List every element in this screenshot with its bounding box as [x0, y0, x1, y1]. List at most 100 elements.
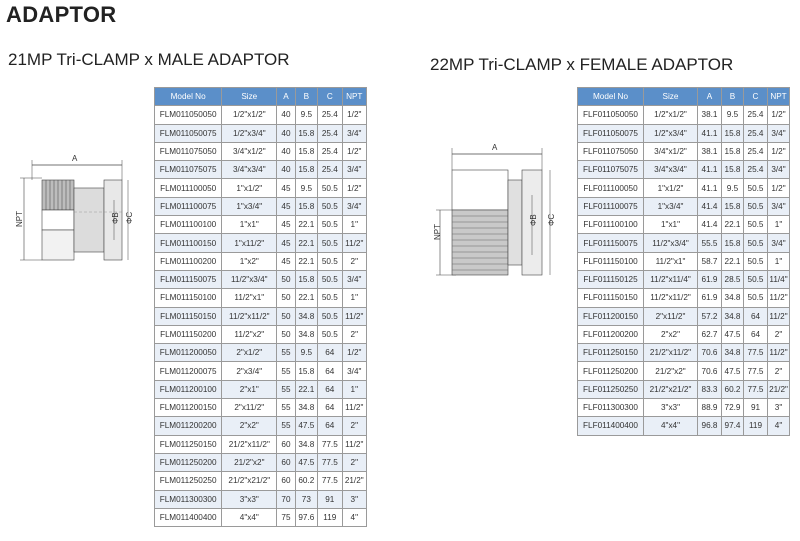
table-cell: 15.8 — [294, 269, 319, 290]
table-cell: 3/4" — [767, 233, 790, 253]
table-cell: 1"x3/4" — [221, 196, 278, 217]
table-cell: 50.5 — [317, 288, 343, 308]
table-cell: 77.5 — [317, 434, 343, 454]
table-cell: 58.7 — [697, 251, 722, 271]
table-cell: 25.4 — [317, 160, 343, 180]
table-cell: FLF011150125 — [577, 269, 644, 290]
table-cell: 72.9 — [721, 398, 744, 418]
table-cell: 21/2"x21/2" — [643, 379, 698, 400]
table-cell: 3/4" — [341, 196, 368, 217]
table-cell: 77.5 — [743, 379, 768, 400]
table-cell: 3/4"x1/2" — [221, 141, 278, 162]
table-cell: 22.1 — [721, 251, 744, 271]
column-header: NPT — [767, 86, 790, 107]
table-cell: 11/2"x1" — [643, 251, 698, 271]
table-cell: 11/2" — [341, 398, 368, 418]
table-cell: 34.8 — [294, 324, 319, 345]
table-cell: FLM011250200 — [153, 452, 223, 473]
table-cell: 22.1 — [294, 233, 319, 253]
table-cell: 11/2"x11/2" — [643, 288, 698, 308]
table-cell: 1/2" — [767, 178, 790, 198]
table-cell: 1/2"x3/4" — [221, 123, 278, 143]
column-header: B — [721, 86, 744, 107]
table-cell: 1"x3/4" — [643, 196, 698, 217]
table-cell: 64 — [317, 379, 343, 400]
table-cell: 77.5 — [317, 471, 343, 491]
table-cell: 34.8 — [721, 343, 744, 363]
table-cell: FLM011200050 — [153, 343, 223, 363]
table-cell: 50.5 — [317, 178, 343, 198]
table-cell: FLF011150150 — [577, 288, 644, 308]
table-cell: 83.3 — [697, 379, 722, 400]
table-cell: 3"x3" — [221, 489, 278, 509]
table-cell: 2" — [341, 324, 368, 345]
table-cell: 50.5 — [317, 306, 343, 326]
table-cell: 2"x2" — [643, 324, 698, 345]
table-cell: 96.8 — [697, 416, 722, 436]
column-header: Model No — [577, 86, 644, 107]
table-cell: FLF011250150 — [577, 343, 644, 363]
table-cell: 50.5 — [743, 269, 768, 290]
table-cell: 55 — [276, 416, 296, 436]
table-cell: 21/2" — [767, 379, 790, 400]
table-cell: 40 — [276, 141, 296, 162]
table-cell: 11/2"x3/4" — [221, 269, 278, 290]
table-cell: 34.8 — [294, 434, 319, 454]
table-cell: 60 — [276, 434, 296, 454]
table-cell: 61.9 — [697, 288, 722, 308]
table-cell: 50.5 — [743, 251, 768, 271]
column-header: B — [294, 86, 319, 107]
table-cell: 1/2" — [767, 105, 790, 125]
table-cell: 50.5 — [317, 196, 343, 217]
table-cell: 4"x4" — [221, 507, 278, 528]
table-cell: 1" — [767, 251, 790, 271]
table-cell: 50 — [276, 269, 296, 290]
table-cell: 64 — [317, 416, 343, 436]
table-cell: 28.5 — [721, 269, 744, 290]
table-cell: 34.8 — [721, 306, 744, 326]
table-cell: 77.5 — [743, 361, 768, 381]
table-cell: FLF011100075 — [577, 196, 644, 217]
table-cell: 11/2"x3/4" — [643, 233, 698, 253]
table-cell: 1/2" — [341, 343, 368, 363]
table-cell: FLF011150100 — [577, 251, 644, 271]
table-cell: 15.8 — [721, 123, 744, 143]
table-cell: 1"x1/2" — [643, 178, 698, 198]
table-cell: 15.8 — [294, 141, 319, 162]
table-cell: 11/2" — [341, 434, 368, 454]
table-cell: 73 — [294, 489, 319, 509]
table-cell: 45 — [276, 251, 296, 271]
female-adaptor-title: 22MP Tri-CLAMP x FEMALE ADAPTOR — [430, 55, 734, 74]
table-cell: 1"x1" — [221, 215, 278, 235]
table-cell: 11/2" — [341, 233, 368, 253]
table-cell: 91 — [317, 489, 343, 509]
table-cell: FLM011250250 — [153, 471, 223, 491]
table-cell: 60 — [276, 471, 296, 491]
table-cell: 22.1 — [721, 215, 744, 235]
table-cell: 50.5 — [317, 324, 343, 345]
table-cell: 47.5 — [721, 361, 744, 381]
table-cell: 15.8 — [721, 196, 744, 217]
table-cell: 4"x4" — [643, 416, 698, 436]
table-cell: 45 — [276, 196, 296, 217]
table-cell: 40 — [276, 160, 296, 180]
table-cell: 15.8 — [294, 361, 319, 381]
female-adaptor-drawing: A NPT ΦB ΦC — [430, 140, 575, 290]
column-header: C — [743, 86, 768, 107]
table-cell: 40 — [276, 105, 296, 125]
table-cell: 11/2" — [767, 306, 790, 326]
female-dim-a-label: A — [492, 143, 498, 152]
